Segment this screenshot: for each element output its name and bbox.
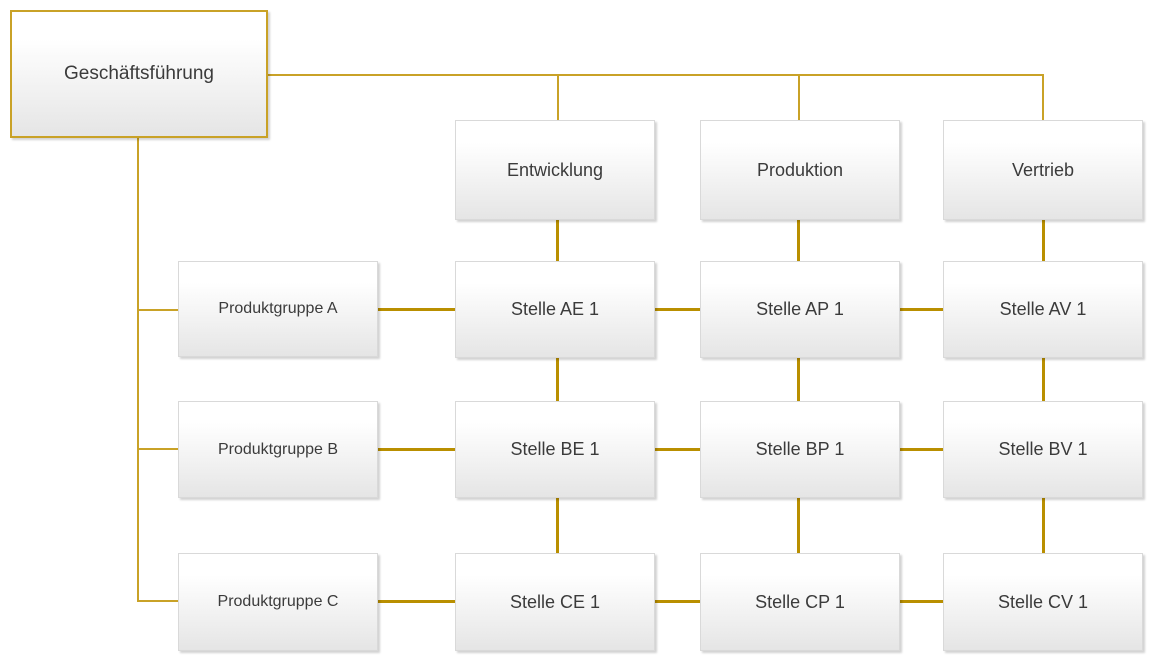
node-cell-cp1[interactable]: Stelle CP 1: [700, 553, 900, 651]
node-label: Geschäftsführung: [64, 63, 214, 84]
node-geschaeftsfuehrung[interactable]: Geschäftsführung: [10, 10, 268, 138]
node-label: Entwicklung: [506, 159, 604, 180]
node-dept-entwicklung[interactable]: Entwicklung: [455, 120, 655, 220]
connector-ae1-ap1: [655, 308, 700, 311]
node-label: Produktion: [756, 159, 844, 180]
node-label: Stelle AV 1: [999, 299, 1087, 319]
node-label: Produktgruppe A: [218, 300, 338, 317]
node-dept-vertrieb[interactable]: Vertrieb: [943, 120, 1143, 220]
connector-stub-produktion: [798, 74, 800, 120]
node-label: Stelle BE 1: [510, 439, 600, 459]
node-productgroup-c[interactable]: Produktgruppe C: [178, 553, 378, 651]
node-cell-bp1[interactable]: Stelle BP 1: [700, 401, 900, 498]
node-label: Vertrieb: [1011, 159, 1075, 180]
node-label: Stelle CE 1: [509, 591, 601, 612]
node-label: Stelle AP 1: [756, 299, 844, 319]
connector-entwicklung-ae1: [556, 220, 559, 261]
connector-be1-ce1: [556, 498, 559, 553]
node-cell-bv1[interactable]: Stelle BV 1: [943, 401, 1143, 498]
node-label: Stelle BP 1: [755, 439, 845, 459]
connector-ap1-bp1: [797, 358, 800, 401]
node-label: Stelle AE 1: [510, 299, 600, 319]
connector-stub-productgroup-b: [139, 448, 178, 450]
node-cell-be1[interactable]: Stelle BE 1: [455, 401, 655, 498]
connector-be1-bp1: [655, 448, 700, 451]
connector-ap1-av1: [900, 308, 943, 311]
connector-stub-vertrieb: [1042, 74, 1044, 120]
node-cell-ap1[interactable]: Stelle AP 1: [700, 261, 900, 358]
node-productgroup-b[interactable]: Produktgruppe B: [178, 401, 378, 498]
node-cell-ae1[interactable]: Stelle AE 1: [455, 261, 655, 358]
node-cell-av1[interactable]: Stelle AV 1: [943, 261, 1143, 358]
node-dept-produktion[interactable]: Produktion: [700, 120, 900, 220]
connector-pgc-ce1: [378, 600, 455, 603]
connector-produktion-ap1: [797, 220, 800, 261]
connector-stub-productgroup-c: [139, 600, 178, 602]
connector-pgb-be1: [378, 448, 455, 451]
connector-bp1-cp1: [797, 498, 800, 553]
node-cell-cv1[interactable]: Stelle CV 1: [943, 553, 1143, 651]
connector-ae1-be1: [556, 358, 559, 401]
connector-root-trunk: [137, 138, 139, 602]
connector-pga-ae1: [378, 308, 455, 311]
node-label: Produktgruppe C: [217, 593, 339, 610]
connector-stub-entwicklung: [557, 74, 559, 120]
node-label: Produktgruppe B: [217, 440, 339, 458]
connector-bp1-bv1: [900, 448, 943, 451]
connector-stub-productgroup-a: [139, 309, 178, 311]
node-label: Stelle CV 1: [997, 591, 1089, 612]
connector-ce1-cp1: [655, 600, 700, 603]
connector-bv1-cv1: [1042, 498, 1045, 553]
node-cell-ce1[interactable]: Stelle CE 1: [455, 553, 655, 651]
connector-cp1-cv1: [900, 600, 943, 603]
node-label: Stelle BV 1: [998, 439, 1088, 459]
connector-root-to-departments: [268, 74, 1044, 76]
node-productgroup-a[interactable]: Produktgruppe A: [178, 261, 378, 357]
connector-vertrieb-av1: [1042, 220, 1045, 261]
connector-av1-bv1: [1042, 358, 1045, 401]
node-label: Stelle CP 1: [755, 591, 845, 612]
